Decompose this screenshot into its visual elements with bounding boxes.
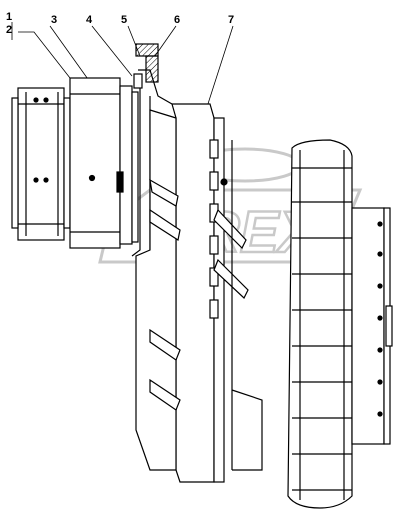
right-bolted-flange bbox=[351, 207, 393, 445]
left-bearing-housing bbox=[11, 87, 71, 241]
callout-7: 7 bbox=[228, 14, 235, 26]
hub-housing bbox=[69, 77, 139, 249]
callout-6: 6 bbox=[174, 14, 181, 26]
callout-4: 4 bbox=[86, 14, 93, 26]
carrier-wheel bbox=[135, 103, 263, 483]
callout-3: 3 bbox=[51, 14, 58, 26]
callout-5: 5 bbox=[121, 14, 128, 26]
callout-1: 1 bbox=[6, 11, 13, 23]
chain-sprocket bbox=[287, 139, 353, 509]
callout-2: 2 bbox=[6, 24, 13, 36]
